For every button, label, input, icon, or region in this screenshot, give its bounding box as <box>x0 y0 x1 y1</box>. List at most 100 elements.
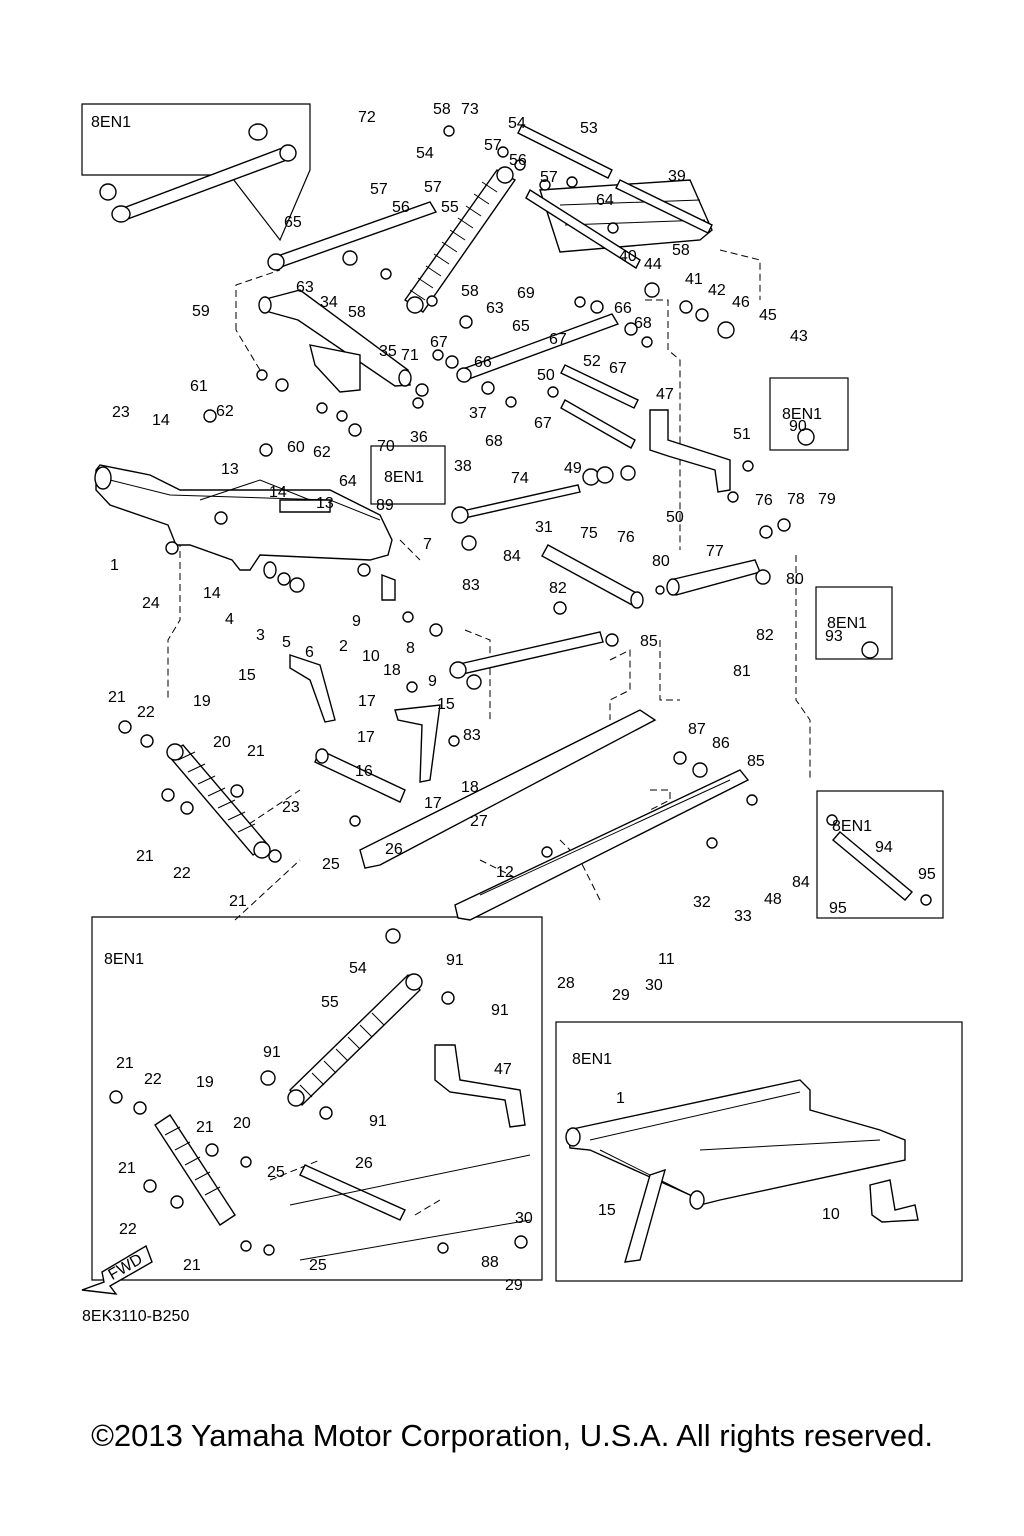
diagram-reference-number: 8EK3110-B250 <box>82 1308 190 1325</box>
callout-c20a: 20 <box>213 734 231 751</box>
callout-c13a: 13 <box>221 461 239 478</box>
callout-c73: 73 <box>461 101 479 118</box>
callout-c21c: 21 <box>136 848 154 865</box>
callout-c95b: 95 <box>829 900 847 917</box>
callout-c8: 8 <box>406 640 415 657</box>
variant-code-b6: 8EN1 <box>104 951 144 968</box>
callout-c19a: 19 <box>193 693 211 710</box>
callout-c2: 2 <box>339 638 348 655</box>
callout-c54b: 54 <box>416 145 434 162</box>
callout-c21b: 21 <box>247 743 265 760</box>
upper-arm-65 <box>267 201 438 271</box>
callout-c39: 39 <box>668 168 686 185</box>
callout-c55b: 55 <box>321 994 339 1011</box>
upper-shaft-assembly <box>517 124 713 270</box>
callout-c24: 24 <box>142 595 160 612</box>
callout-c14b: 14 <box>269 484 287 501</box>
callout-c56b: 56 <box>392 199 410 216</box>
callout-c15b: 15 <box>437 696 455 713</box>
callout-c58d: 58 <box>461 283 479 300</box>
callout-c85b: 85 <box>747 753 765 770</box>
callout-c21f: 21 <box>196 1119 214 1136</box>
callout-c61: 61 <box>190 378 208 395</box>
callout-c16: 16 <box>355 763 373 780</box>
callout-c95a: 95 <box>918 866 936 883</box>
callout-c54c: 54 <box>349 960 367 977</box>
callout-c74: 74 <box>511 470 529 487</box>
callout-c33: 33 <box>734 908 752 925</box>
callout-c22a: 22 <box>137 704 155 721</box>
callout-c75: 75 <box>580 525 598 542</box>
swing-arm-34 <box>258 289 412 393</box>
callout-c57b: 57 <box>540 169 558 186</box>
callout-c21h: 21 <box>183 1257 201 1274</box>
callout-c23a: 23 <box>112 404 130 421</box>
callout-c88: 88 <box>481 1254 499 1271</box>
callout-c58a: 58 <box>433 101 451 118</box>
callout-c86: 86 <box>712 735 730 752</box>
callout-c5: 5 <box>282 634 291 651</box>
callout-c21a: 21 <box>108 689 126 706</box>
callout-c41: 41 <box>685 271 703 288</box>
callout-c68b: 68 <box>485 433 503 450</box>
callout-c82b: 82 <box>756 627 774 644</box>
dashed-guide-lines <box>167 249 811 1216</box>
callout-c69: 69 <box>517 285 535 302</box>
callout-c48: 48 <box>764 891 782 908</box>
callout-c87: 87 <box>688 721 706 738</box>
callout-c94: 94 <box>875 839 893 856</box>
callout-c60: 60 <box>287 439 305 456</box>
callout-c65b: 65 <box>512 318 530 335</box>
callout-c35: 35 <box>379 343 397 360</box>
callout-c66b: 66 <box>474 354 492 371</box>
callout-c17b: 17 <box>357 729 375 746</box>
callout-c19b: 19 <box>196 1074 214 1091</box>
callout-c68a: 68 <box>634 315 652 332</box>
callout-c23b: 23 <box>282 799 300 816</box>
variant-box-frames <box>81 103 963 1282</box>
callout-c45: 45 <box>759 307 777 324</box>
callout-c59: 59 <box>192 303 210 320</box>
callout-c57c: 57 <box>370 181 388 198</box>
callout-c46: 46 <box>732 294 750 311</box>
callout-c76a: 76 <box>755 492 773 509</box>
rod-65b <box>456 313 620 383</box>
callout-c38: 38 <box>454 458 472 475</box>
callout-c31: 31 <box>535 519 553 536</box>
callout-c90: 90 <box>789 418 807 435</box>
callout-c83a: 83 <box>462 577 480 594</box>
callout-c25b: 25 <box>267 1164 285 1181</box>
callout-c58b: 58 <box>672 242 690 259</box>
variant-shock-absorber <box>154 973 531 1261</box>
shaft-26 <box>314 748 406 803</box>
callout-c67b: 67 <box>549 331 567 348</box>
callout-c6: 6 <box>305 644 314 661</box>
shafts-49-52 <box>560 364 639 449</box>
callout-c30a: 30 <box>645 977 663 994</box>
callout-c84a: 84 <box>503 548 521 565</box>
callout-c10b: 10 <box>822 1206 840 1223</box>
variant-code-b4: 8EN1 <box>827 615 867 632</box>
callout-c91b: 91 <box>491 1002 509 1019</box>
callout-c65a: 65 <box>284 214 302 231</box>
callout-c82a: 82 <box>549 580 567 597</box>
callout-c85a: 85 <box>640 633 658 650</box>
callout-c28: 28 <box>557 975 575 992</box>
callout-c29a: 29 <box>612 987 630 1004</box>
copyright-notice: ©2013 Yamaha Motor Corporation, U.S.A. A… <box>91 1418 933 1453</box>
shaft-77 <box>666 559 761 596</box>
callout-c21e: 21 <box>116 1055 134 1072</box>
bracket-47 <box>649 409 731 493</box>
callout-c21g: 21 <box>118 1160 136 1177</box>
callout-c81: 81 <box>733 663 751 680</box>
callout-c78: 78 <box>787 491 805 508</box>
callout-c55: 55 <box>441 199 459 216</box>
fwd-label: FWD <box>106 1251 146 1284</box>
callout-c42: 42 <box>708 282 726 299</box>
callout-c57d: 57 <box>424 179 442 196</box>
callout-c17c: 17 <box>424 795 442 812</box>
callout-c62b: 62 <box>313 444 331 461</box>
callout-c76b: 76 <box>617 529 635 546</box>
